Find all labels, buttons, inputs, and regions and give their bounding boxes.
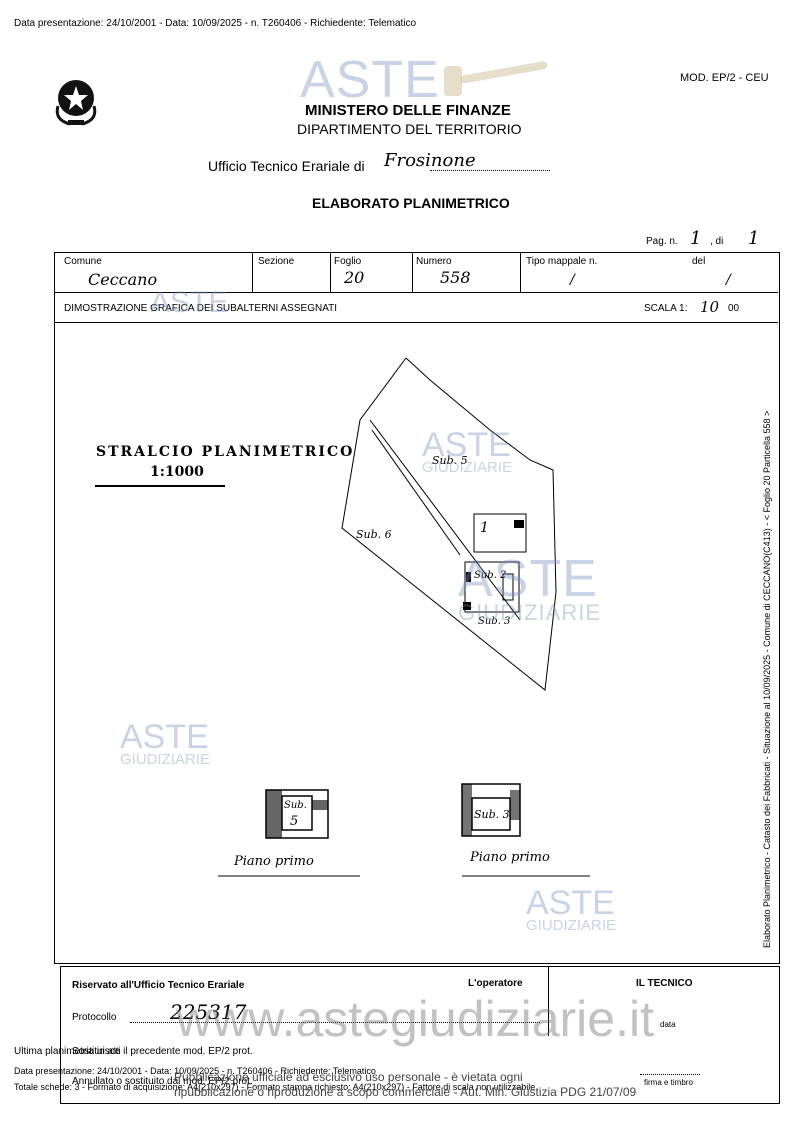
scala-label: SCALA 1: — [644, 303, 688, 314]
plan-2-sub-label: Sub. 3 — [474, 808, 510, 821]
website-watermark: www.astegiudiziarie.it — [176, 991, 654, 1047]
sub-6-label: Sub. 6 — [356, 528, 392, 541]
annullato-label: Annullato o sostituito dal mod. EP/2 pro… — [72, 1076, 253, 1087]
sub-2-label: Sub. 2 — [474, 570, 507, 581]
totale-schede: Totale schede: 3 - Formato di acquisizio… — [14, 1082, 536, 1092]
tipo-mappale-value: / — [570, 272, 575, 288]
scala-suffix: 00 — [728, 303, 740, 314]
pubblicazione-line-2: ripubblicazione o riproduzione a scopo c… — [174, 1085, 637, 1099]
office-value: Frosinone — [384, 150, 476, 171]
form-code: MOD. EP/2 - CEU — [680, 72, 769, 84]
sostituisce-label: Sostituisce il precedente mod. EP/2 prot… — [72, 1046, 253, 1057]
firma-line — [640, 1074, 700, 1075]
comune-value: Ceccano — [88, 270, 158, 289]
data-presentazione-bottom: Data presentazione: 24/10/2001 - Data: 1… — [14, 1066, 376, 1076]
watermark-aste-3: ASTE GIUDIZIARIE — [120, 718, 211, 768]
plan-1-sub-number: 5 — [290, 814, 299, 829]
foglio-value: 20 — [344, 268, 365, 287]
tecnico-label: IL TECNICO — [636, 978, 693, 989]
watermark-aste-4: ASTE GIUDIZIARIE — [526, 884, 617, 934]
firma-label: firma e timbro — [644, 1078, 693, 1087]
plan-1-sub-label: Sub. — [284, 800, 307, 811]
page-total: 1 — [748, 228, 760, 249]
protocollo-value: 225317 — [170, 1000, 247, 1024]
sub-3-label: Sub. 3 — [478, 616, 511, 627]
ultima-planimetria: Ultima planimetria in atti — [14, 1046, 121, 1057]
presentation-line: Data presentazione: 24/10/2001 - Data: 1… — [14, 18, 417, 29]
department-title: DIPARTIMENTO DEL TERRITORIO — [297, 121, 522, 137]
numero-value: 558 — [440, 268, 471, 287]
row-divider-1 — [54, 292, 778, 293]
operatore-label: L'operatore — [468, 978, 523, 989]
watermark-aste-2: ASTE GIUDIZIARIE — [458, 550, 602, 625]
sub-1-label: 1 — [480, 520, 489, 536]
watermark-aste-header: ASTE — [150, 286, 229, 319]
ministry-title: MINISTERO DELLE FINANZE — [305, 102, 511, 119]
page-label: Pag. n. — [646, 236, 678, 247]
document-title: ELABORATO PLANIMETRICO — [312, 195, 510, 211]
col-divider — [412, 252, 413, 292]
sezione-label: Sezione — [258, 256, 295, 267]
footer-divider — [548, 966, 549, 1036]
page-separator: , di — [710, 236, 724, 247]
plan-1-caption: Piano primo — [234, 854, 314, 869]
data-label: data — [660, 1020, 676, 1029]
riservato-label: Riservato all'Ufficio Tecnico Erariale — [72, 980, 245, 991]
numero-label: Numero — [416, 256, 452, 267]
pubblicazione-line-1: Pubblicazione ufficiale ad esclusivo uso… — [174, 1070, 523, 1084]
tipo-mappale-label: Tipo mappale n. — [526, 256, 598, 267]
row-divider-2 — [54, 322, 778, 323]
foglio-label: Foglio — [334, 256, 362, 267]
office-dotted-line — [430, 170, 550, 171]
side-info-text: Elaborato Planimetrico - Catasto dei Fab… — [762, 410, 772, 948]
dimostrazione-label: DIMOSTRAZIONE GRAFICA DEI SUBALTERNI ASS… — [64, 303, 338, 314]
footer-frame — [60, 966, 780, 1104]
col-divider — [330, 252, 331, 292]
protocollo-dotted-line — [130, 1022, 540, 1023]
comune-label: Comune — [64, 256, 102, 267]
republic-emblem-icon — [52, 76, 100, 128]
col-divider — [252, 252, 253, 292]
protocollo-label: Protocollo — [72, 1012, 117, 1023]
watermark-aste-1: ASTE GIUDIZIARIE — [422, 426, 513, 476]
office-label: Ufficio Tecnico Erariale di — [208, 158, 365, 174]
page-number: 1 — [690, 228, 702, 249]
watermark-aste-top: ASTE — [300, 51, 440, 109]
stralcio-title: STRALCIO PLANIMETRICO — [96, 444, 355, 460]
del-label: del — [692, 256, 706, 267]
form-frame — [54, 252, 780, 964]
del-value: / — [726, 272, 731, 288]
col-divider — [520, 252, 521, 292]
stralcio-scale: 1:1000 — [150, 464, 204, 480]
scala-value: 10 — [700, 298, 720, 316]
plan-2-caption: Piano primo — [470, 850, 550, 865]
sub-5-label: Sub. 5 — [432, 454, 468, 467]
